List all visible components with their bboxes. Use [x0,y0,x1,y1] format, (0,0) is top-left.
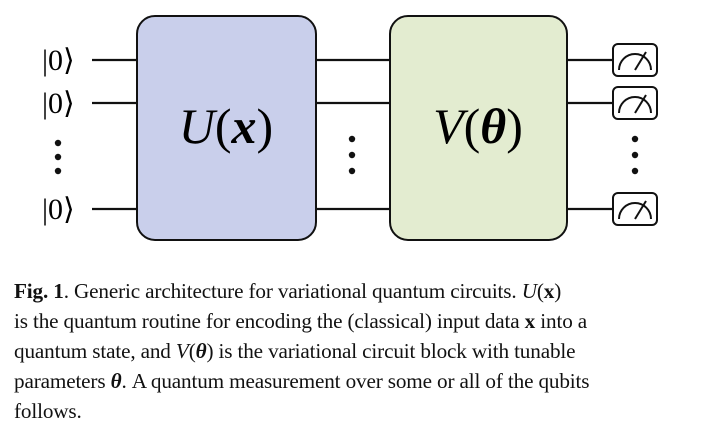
left-vertical-dots [54,139,62,175]
math-x: x [524,309,536,333]
caption-text: is the quantum routine for encoding the … [14,309,525,333]
variational-block-label: V(θ) [433,98,523,154]
measurement-meter-icon [612,192,658,226]
caption-text: is the variational circuit block with tu… [213,339,576,363]
caption-line-2: is the quantum routine for encoding the … [14,306,698,336]
circuit-diagram: |0⟩ |0⟩ |0⟩ U(x) V(θ) [42,15,658,241]
caption-line-4: parameters θ. A quantum measurement over… [14,366,698,396]
math-x: x [543,279,555,303]
caption-text: quantum state, and [14,339,176,363]
measurement-meter-icon [612,86,658,120]
figure-label: Fig. 1 [14,279,64,303]
math-paren: ) [554,279,562,303]
ket-n: |0⟩ [42,193,75,226]
caption-line-5: follows. [14,399,82,423]
ket-2: |0⟩ [42,87,75,120]
variational-block-v [389,15,568,241]
caption-text: . Generic architecture for variational q… [63,279,522,303]
caption-text: parameters [14,369,111,393]
encoding-block-label: U(x) [179,98,273,154]
math-theta: θ [110,369,122,393]
measurement-meter-icon [612,43,658,77]
right-vertical-dots [631,135,639,175]
figure-caption: Fig. 1. Generic architecture for variati… [14,276,698,426]
math-paren: ) [206,339,214,363]
math-paren: ( [536,279,544,303]
math-u: U [521,279,537,303]
caption-text: . A quantum measurement over some or all… [121,369,590,393]
caption-line-1: Fig. 1. Generic architecture for variati… [14,276,698,306]
caption-line-3: quantum state, and V(θ) is the variation… [14,336,698,366]
caption-text: into a [535,309,588,333]
math-paren: ( [188,339,196,363]
middle-vertical-dots [348,135,356,175]
ket-1: |0⟩ [42,44,75,77]
math-v: V [175,339,189,363]
math-theta: θ [195,339,207,363]
encoding-block-u [136,15,317,241]
